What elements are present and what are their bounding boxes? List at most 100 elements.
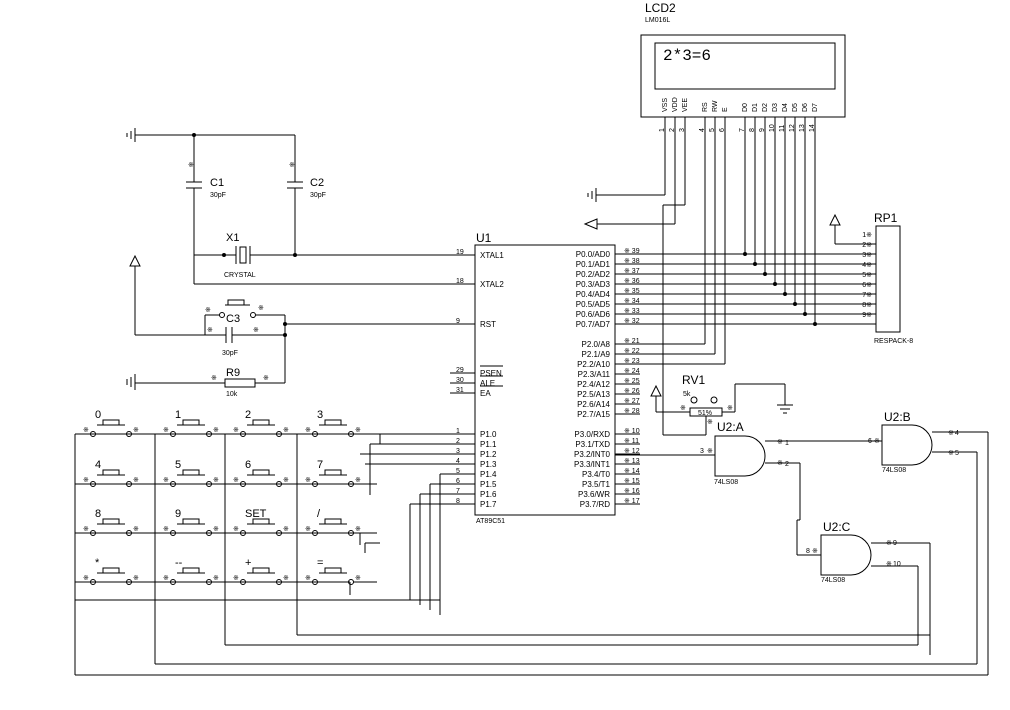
lcd-pin-num: 11 — [779, 125, 786, 132]
svg-text:※: ※ — [163, 427, 169, 434]
key-label: + — [245, 557, 251, 569]
mcu-pin-num: 29 — [456, 367, 464, 374]
mcu-pin-name: XTAL2 — [480, 280, 504, 289]
svg-text:※: ※ — [886, 561, 892, 568]
mcu-pin-num: ※ 26 — [624, 388, 640, 395]
keypad-key[interactable]: /※※ — [297, 508, 377, 536]
svg-text:※: ※ — [213, 477, 219, 484]
keypad-key[interactable]: 4※※ — [75, 459, 155, 487]
lcd-wiring — [583, 135, 876, 436]
lcd-pin-num: 13 — [799, 124, 806, 132]
keypad-key[interactable]: 8※※ — [75, 508, 155, 536]
rp1-pin-num: 7※ — [862, 292, 872, 299]
mcu-pin-name: P1.5 — [480, 480, 497, 489]
svg-text:※: ※ — [707, 419, 713, 426]
c3-ref: C3 — [226, 313, 240, 325]
mcu-pin-num: ※ 11 — [624, 438, 639, 445]
keypad-key[interactable]: *※※ — [75, 557, 155, 585]
mcu-pin-name: P0.5/AD5 — [576, 300, 611, 309]
mcu-model: AT89C51 — [476, 518, 505, 525]
mcu-pin-name: P2.6/A14 — [577, 400, 610, 409]
mcu-pin-name: P1.6 — [480, 490, 497, 499]
x1-value: CRYSTAL — [224, 272, 256, 279]
mcu-pin-name: P3.6/WR — [578, 490, 610, 499]
svg-text:※: ※ — [163, 526, 169, 533]
respack-rp1[interactable]: RP1 RESPACK-8 1※2※3※4※5※6※7※8※9※ — [829, 211, 913, 345]
mcu-pin-name: P3.5/T1 — [582, 480, 611, 489]
lcd-module[interactable]: LCD2 LM016L 2*3=6 VSS1VDD2VEE3RS4RW5E6D0… — [640, 1, 846, 135]
keypad-key[interactable]: SET※※ — [225, 508, 305, 536]
key-label: 1 — [175, 409, 181, 421]
mcu-pin-name: P3.2/INT0 — [574, 450, 611, 459]
rp1-body — [875, 225, 901, 333]
gate-u2c[interactable]: U2:C 74LS08 — [820, 520, 872, 584]
lcd-pin-name: D5 — [792, 103, 799, 112]
keypad-key[interactable]: =※※ — [297, 557, 377, 585]
svg-text:※: ※ — [283, 526, 289, 533]
mcu-pin-num: ※ 27 — [624, 398, 640, 405]
mcu-pin-num: 9 — [456, 318, 460, 325]
mcu-u1[interactable]: U1 AT89C51 XTAL119XTAL218RST9PSEN29ALE30… — [450, 231, 640, 525]
lcd-screen — [654, 42, 836, 90]
svg-text:6: 6 — [868, 438, 872, 445]
lcd-pin-num: 2 — [669, 128, 676, 132]
keypad-key[interactable]: +※※ — [225, 557, 305, 585]
svg-text:※: ※ — [680, 405, 686, 412]
mcu-pin-num: 31 — [456, 387, 464, 394]
r9-value: 10k — [226, 391, 238, 398]
mcu-pin-num: ※ 38 — [624, 258, 640, 265]
key-label: 6 — [245, 459, 251, 471]
keypad-key[interactable]: 9※※ — [155, 508, 235, 536]
mcu-pin-name: P0.7/AD7 — [576, 320, 611, 329]
gate-u2b[interactable]: U2:B 74LS08 — [881, 410, 933, 474]
svg-text:※: ※ — [163, 575, 169, 582]
svg-text:※: ※ — [213, 427, 219, 434]
keypad-key[interactable]: 5※※ — [155, 459, 235, 487]
mcu-pin-num: ※ 15 — [624, 478, 640, 485]
keypad-key[interactable]: 2※※ — [225, 409, 305, 437]
r9-ref: R9 — [226, 367, 240, 379]
mcu-pin-num: ※ 36 — [624, 278, 640, 285]
svg-text:※: ※ — [213, 575, 219, 582]
key-label: 3 — [317, 409, 323, 421]
keypad-key[interactable]: 6※※ — [225, 459, 305, 487]
keypad-key[interactable]: 1 ※ ※ — [155, 409, 235, 437]
x1-ref: X1 — [226, 232, 239, 244]
svg-text:※: ※ — [163, 477, 169, 484]
u2a-model: 74LS08 — [714, 479, 738, 486]
rp1-pin-num: 6※ — [862, 282, 872, 289]
mcu-pin-num: 18 — [456, 278, 464, 285]
mcu-pin-num: ※ 22 — [624, 348, 640, 355]
lcd-pin-name: VDD — [672, 97, 679, 112]
mcu-pin-num: ※ 25 — [624, 378, 640, 385]
key-label: -- — [175, 557, 183, 569]
rp1-ref: RP1 — [874, 211, 898, 225]
key-label: 2 — [245, 409, 251, 421]
mcu-pin-name: P0.0/AD0 — [576, 250, 611, 259]
svg-text:※: ※ — [305, 477, 311, 484]
mcu-pin-name: P1.7 — [480, 500, 497, 509]
keypad-key[interactable]: 7※※ — [297, 459, 377, 487]
mcu-pin-name: P3.4/T0 — [582, 470, 611, 479]
rv1-ref: RV1 — [682, 373, 705, 387]
keypad-key[interactable]: -- ※ ※ — [155, 557, 235, 585]
mcu-pin-num: 7 — [456, 488, 460, 495]
keypad-matrix[interactable]: 0※※1※※2※※3※※4※※5※※6※※7※※8※※9※※SET※※/※※*※… — [75, 409, 377, 585]
potentiometer-rv1[interactable]: RV1 5k 51% ※ ※ ※ — [650, 373, 793, 426]
svg-text:※: ※ — [948, 450, 954, 457]
mcu-pin-num: ※ 21 — [624, 338, 640, 345]
mcu-pin-num: ※ 17 — [624, 498, 640, 505]
mcu-pin-name: EA — [480, 389, 491, 398]
svg-text:※: ※ — [289, 162, 295, 169]
keypad-key[interactable]: 3※※ — [297, 409, 377, 437]
key-label: 8 — [95, 508, 101, 520]
mcu-pin-num: 1 — [456, 428, 460, 435]
mcu-pin-name: P2.2/A10 — [577, 360, 610, 369]
svg-text:※: ※ — [355, 526, 361, 533]
mcu-pin-num: ※ 23 — [624, 358, 640, 365]
lcd-pin-name: D6 — [802, 103, 809, 112]
rp1-pin-num: 5※ — [862, 272, 872, 279]
svg-text:※: ※ — [133, 427, 139, 434]
keypad-key[interactable]: 0※※ — [75, 409, 155, 437]
gate-u2a[interactable]: U2:A 74LS08 — [714, 420, 766, 486]
